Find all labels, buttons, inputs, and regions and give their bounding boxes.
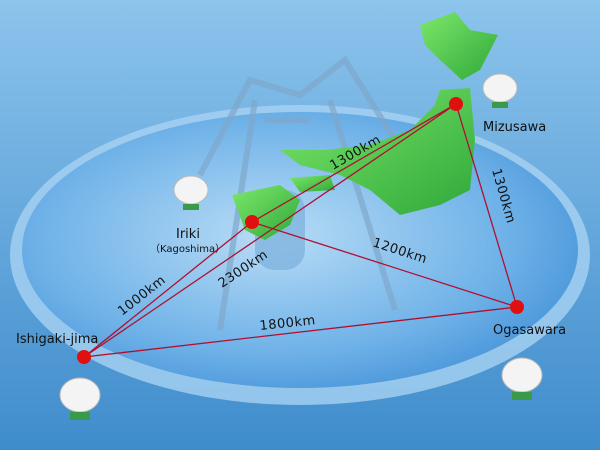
antenna-truss xyxy=(197,55,398,331)
station-label-ogasawara: Ogasawara xyxy=(493,323,566,338)
baselines xyxy=(83,103,518,358)
radio-telescope-icon-iriki xyxy=(173,175,209,210)
japan-map xyxy=(232,12,498,240)
radio-telescope-icon-ogasawara xyxy=(501,357,543,400)
station-sublabel-iriki: （Kagoshima） xyxy=(150,243,225,255)
baseline-ishigaki-iriki xyxy=(83,221,253,358)
radio-telescope-icon-mizusawa xyxy=(482,73,518,108)
station-label-mizusawa: Mizusawa xyxy=(483,120,546,135)
radio-telescope-icon-ishigaki xyxy=(59,377,101,420)
station-dot-iriki[interactable] xyxy=(245,215,259,229)
baseline-ishigaki-mizusawa xyxy=(83,103,457,358)
baseline-ishigaki-ogasawara xyxy=(83,306,518,358)
station-label-ishigaki: Ishigaki-jima xyxy=(16,332,98,347)
station-dot-mizusawa[interactable] xyxy=(449,97,463,111)
distance-label-ishigaki-ogasawara: 1800km xyxy=(259,313,317,334)
baseline-mizusawa-ogasawara xyxy=(455,103,518,308)
station-dot-ogasawara[interactable] xyxy=(510,300,524,314)
baseline-iriki-ogasawara xyxy=(251,221,518,308)
station-label-iriki: Iriki xyxy=(176,227,200,242)
baseline-mizusawa-iriki xyxy=(251,103,457,223)
station-dot-ishigaki[interactable] xyxy=(77,350,91,364)
